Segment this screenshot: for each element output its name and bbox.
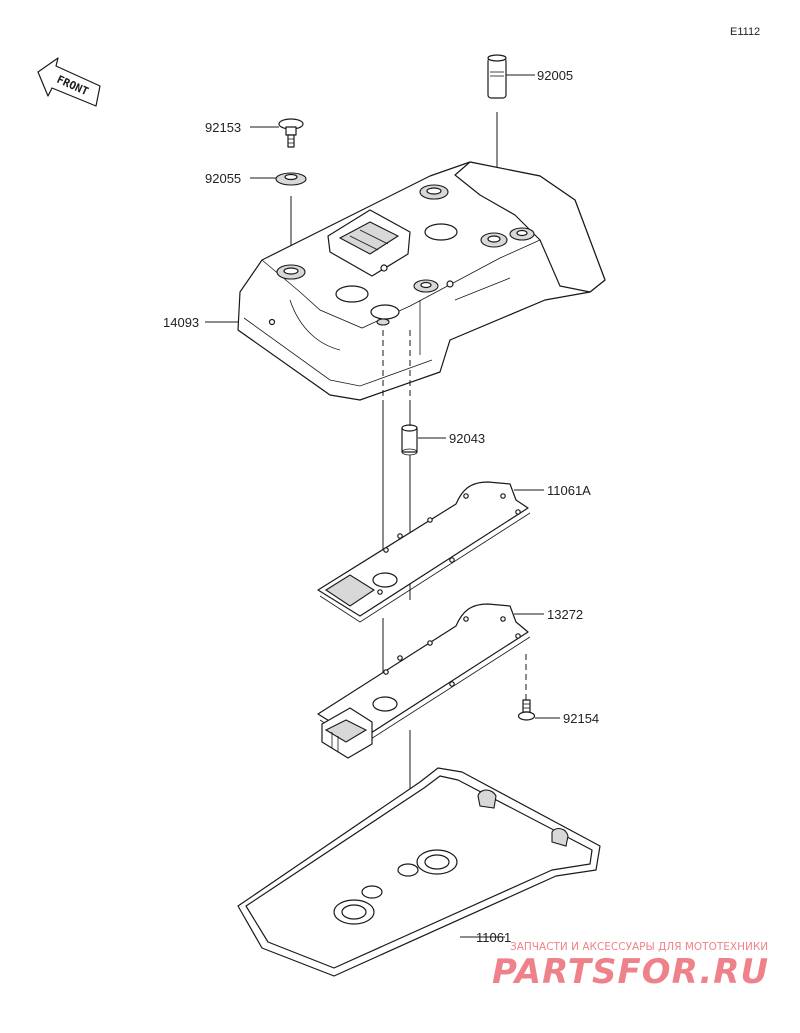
label-92055: 92055 xyxy=(205,171,241,186)
label-13272: 13272 xyxy=(547,607,583,622)
label-11061: 11061 xyxy=(476,930,511,945)
watermark-tagline: ЗАПЧАСТИ И АКСЕССУАРЫ ДЛЯ МОТОТЕХНИКИ xyxy=(510,941,768,953)
bolt-92154[interactable] xyxy=(517,654,561,721)
dowel-pin-92005[interactable] xyxy=(487,54,535,238)
label-92153: 92153 xyxy=(205,120,241,135)
bolt-92153[interactable] xyxy=(250,118,304,148)
diagram-code: E1112 xyxy=(730,26,760,38)
label-92005: 92005 xyxy=(537,68,573,83)
label-11061A: 11061A xyxy=(547,483,591,498)
label-14093: 14093 xyxy=(163,315,199,330)
label-92154: 92154 xyxy=(563,711,599,726)
gasket-11061A[interactable] xyxy=(317,481,544,623)
cylinder-head-cover-14093[interactable] xyxy=(205,161,606,401)
watermark-brand: PARTSFOR.RU xyxy=(492,952,769,992)
plate-13272[interactable] xyxy=(317,603,544,862)
label-92043: 92043 xyxy=(449,431,485,446)
front-arrow-icon: FRONT xyxy=(37,57,101,107)
cover-gasket-11061[interactable] xyxy=(237,767,601,977)
